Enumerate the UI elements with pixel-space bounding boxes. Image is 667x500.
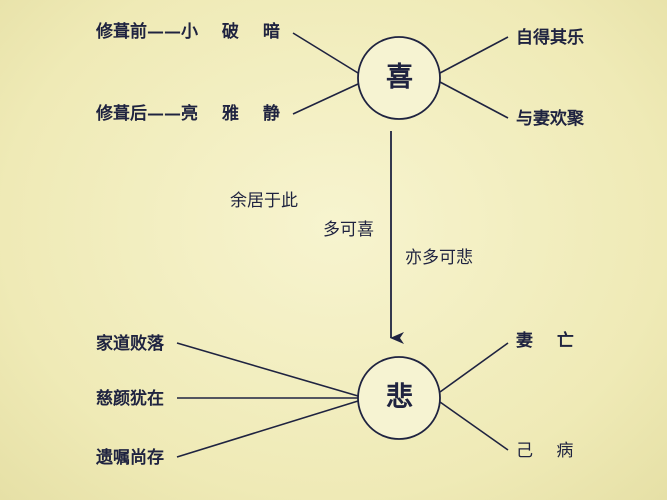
joy-left-item-after: 修葺后——亮 雅 静 [96,104,289,124]
joy-left-item-before-detail: 小 破 暗 [181,22,289,42]
sorrow-left-item-3: 遗嘱尚存 [96,448,164,468]
connector-sorrow-right-top [439,342,509,393]
joy-left-item-before: 修葺前——小 破 暗 [96,22,289,42]
connector-joy-left-bottom [292,83,359,115]
joy-right-item-1: 自得其乐 [516,28,584,48]
joy-node-label: 喜 [386,62,413,93]
sorrow-left-item-1: 家道败落 [96,334,164,354]
connector-sorrow-left-bottom [176,400,359,458]
joy-left-item-before-prefix: 修葺前—— [96,22,181,42]
transition-text-1: 余居于此 [230,191,298,211]
joy-left-item-after-prefix: 修葺后—— [96,104,181,124]
connector-sorrow-right-bottom [439,401,509,451]
joy-left-item-after-detail: 亮 雅 静 [181,104,289,124]
joy-right-item-2: 与妻欢聚 [516,109,584,129]
connector-joy-left-top [292,32,359,74]
sorrow-node-label: 悲 [386,382,413,413]
sorrow-node-circle [357,356,441,440]
sorrow-right-item-2: 己 病 [516,441,583,461]
connector-joy-right-top [439,36,509,74]
sorrow-right-item-1: 妻 亡 [516,331,583,351]
transition-text-2: 多可喜 [323,220,374,240]
connector-joy-right-bottom [439,81,509,119]
connector-sorrow-left-top [176,342,359,397]
transition-text-3: 亦多可悲 [405,248,473,268]
joy-node-circle [357,36,441,120]
sorrow-left-item-2: 慈颜犹在 [96,389,164,409]
